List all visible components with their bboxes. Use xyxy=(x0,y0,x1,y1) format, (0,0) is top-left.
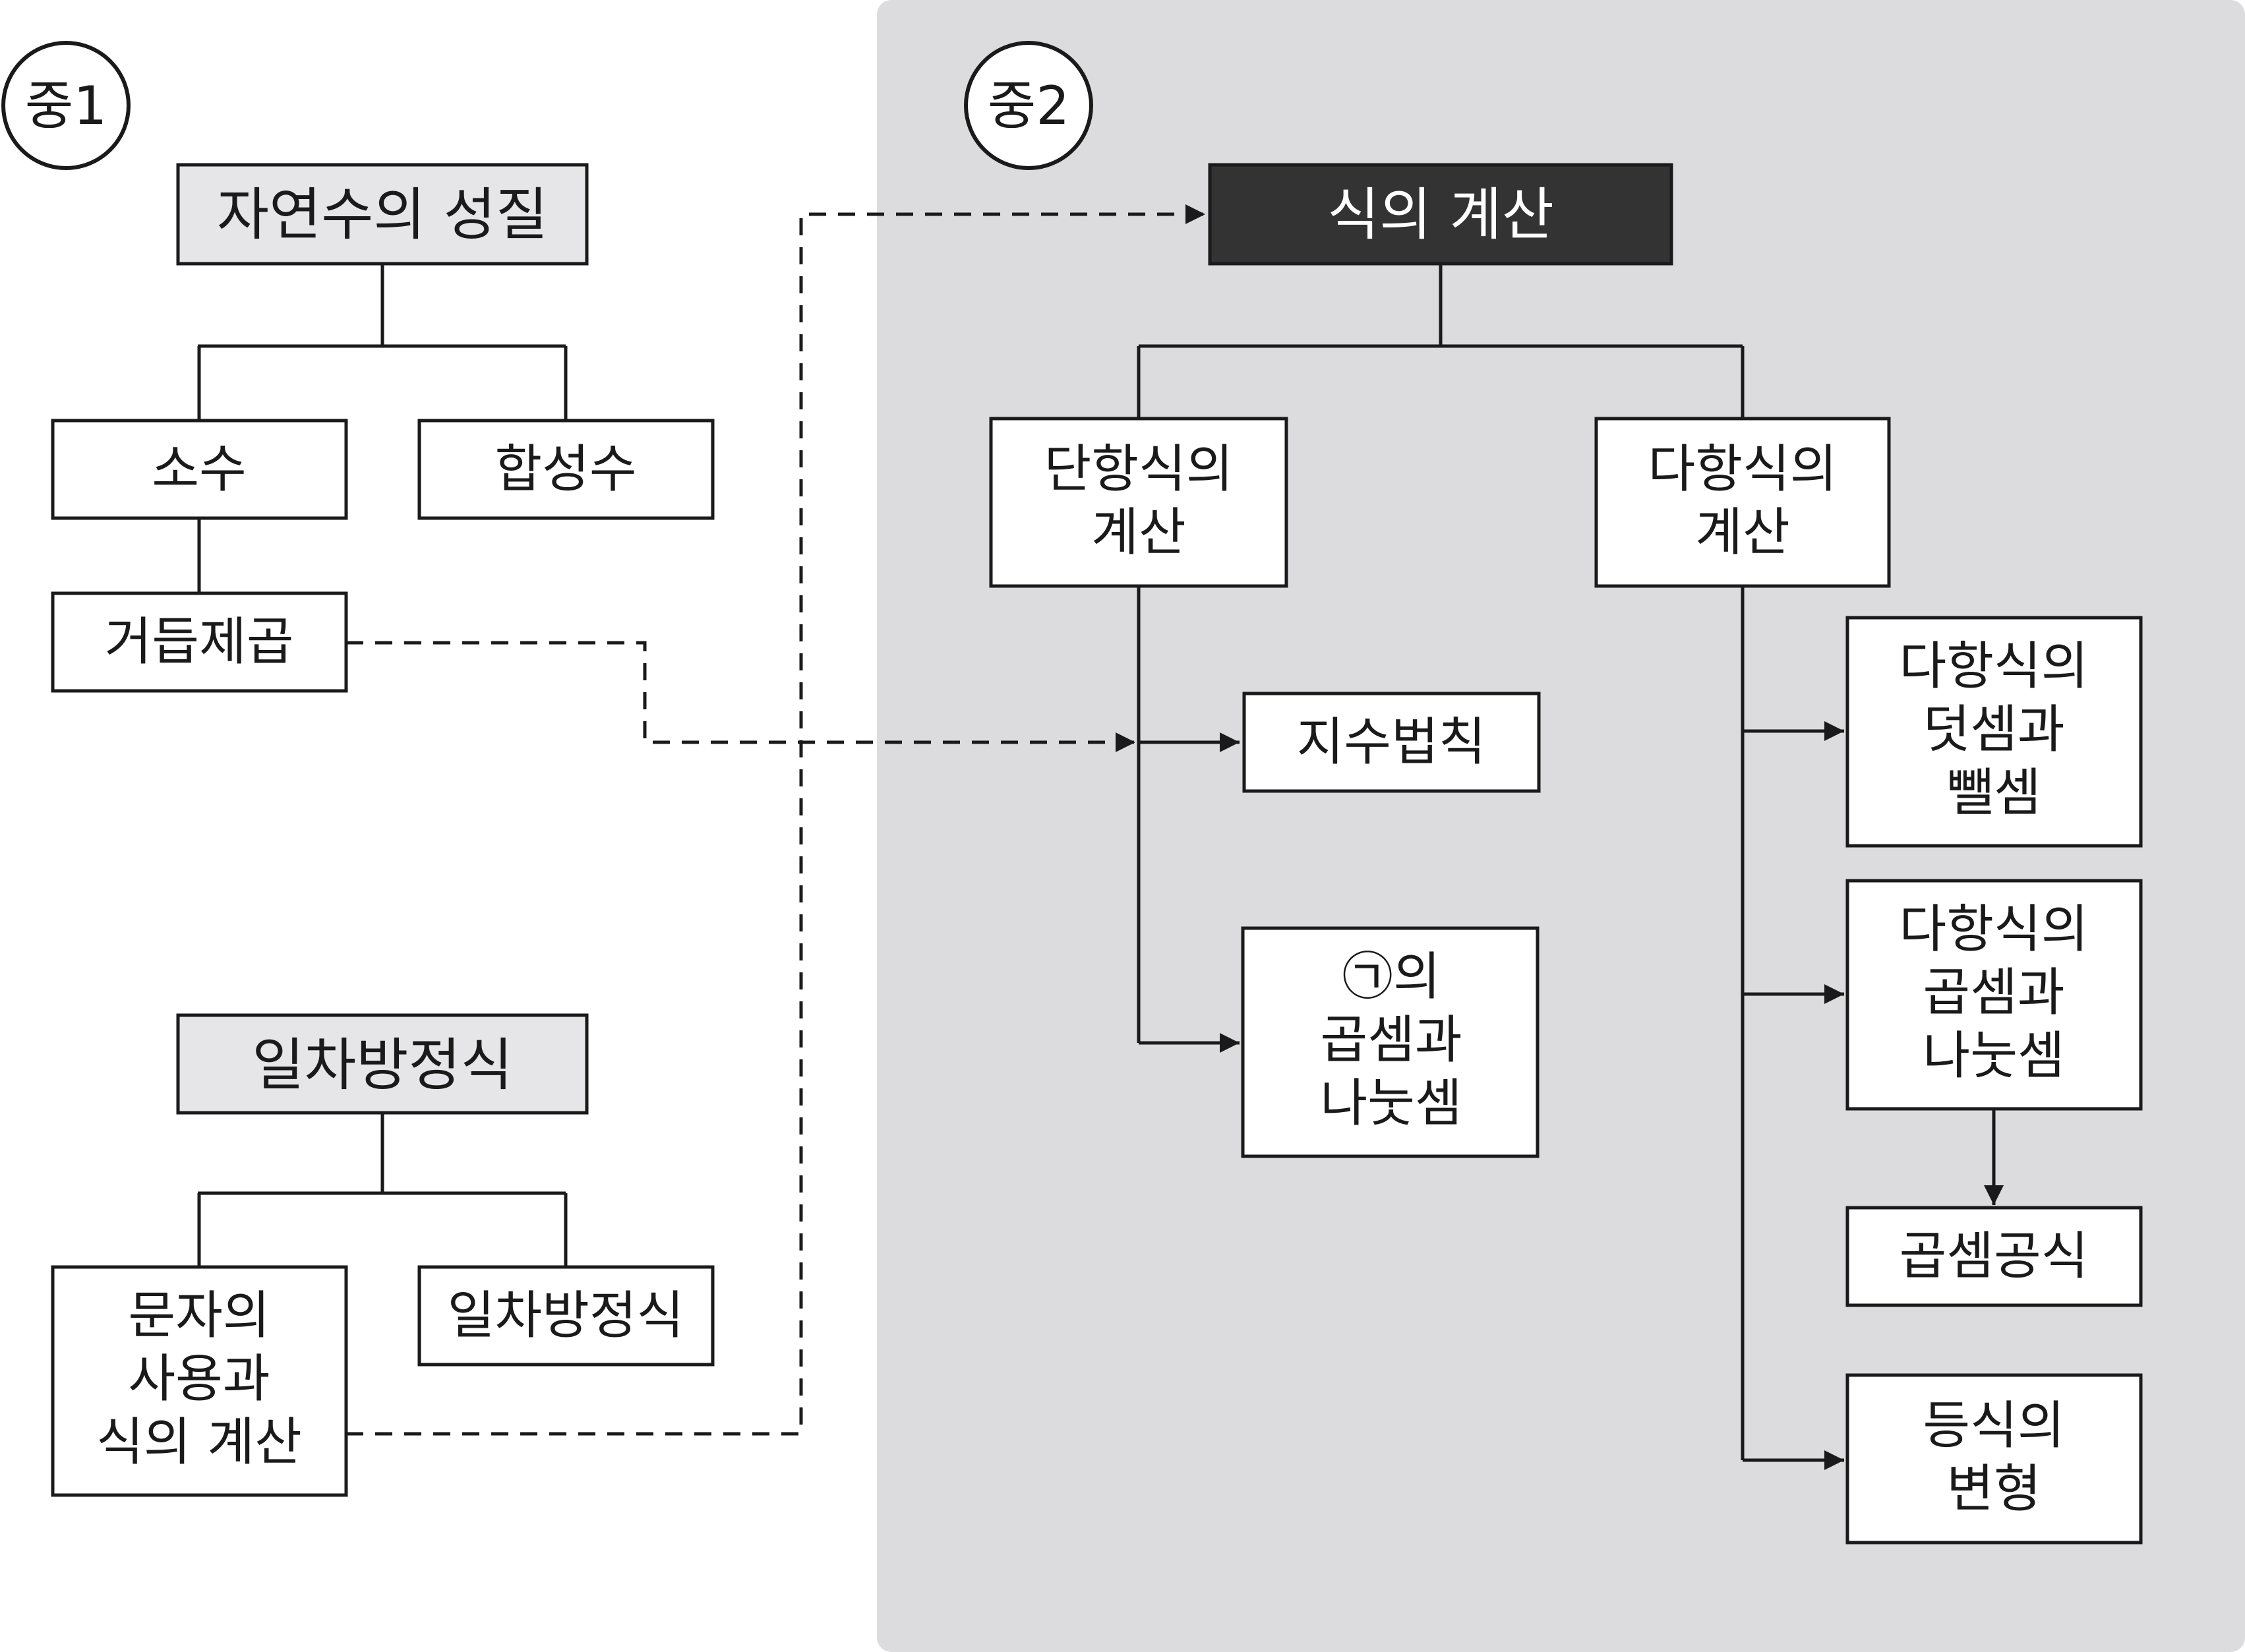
node-polynomial-add-sub-line-1: 다항식의 xyxy=(1899,637,2088,696)
node-polynomial-calculation: 다항식의 계산 xyxy=(1594,417,1891,588)
node-polynomial-line-2: 계산 xyxy=(1695,503,1790,562)
node-equation-transformation-line-2: 변형 xyxy=(1946,1460,2041,1519)
node-monomial-line-2: 계산 xyxy=(1091,503,1186,562)
node-letters-line-3: 식의 계산 xyxy=(96,1413,302,1472)
node-polynomial-mul-div: 다항식의 곱셈과 나눗셈 xyxy=(1845,879,2143,1111)
node-polynomial-line-1: 다항식의 xyxy=(1648,440,1837,499)
node-multiplication-formula: 곱셈공식 xyxy=(1845,1206,2143,1307)
node-natural-number-properties: 자연수의 성질 xyxy=(176,163,589,266)
node-equation-transformation-line-1: 등식의 xyxy=(1923,1396,2064,1456)
grade1-badge-label: 중1 xyxy=(25,75,107,136)
node-expression-calculation: 식의 계산 xyxy=(1208,163,1673,266)
node-prime-label: 소수 xyxy=(152,440,247,499)
node-monomial-mul-div-line-2: 곱셈과 xyxy=(1320,1011,1462,1070)
node-monomial-mul-div-line-1: ㉠의 xyxy=(1342,947,1441,1007)
node-linear-equation-unit-label: 일차방정식 xyxy=(252,1032,513,1098)
connector-monomial-branch xyxy=(1137,586,1240,1053)
node-exponent-laws: 지수법칙 xyxy=(1242,692,1541,793)
node-natural-number-properties-label: 자연수의 성질 xyxy=(217,182,548,248)
node-composite: 합성수 xyxy=(417,419,715,520)
node-letters-line-2: 사용과 xyxy=(128,1349,270,1409)
node-polynomial-mul-div-line-2: 곱셈과 xyxy=(1923,963,2064,1022)
node-linear-equation-label: 일차방정식 xyxy=(448,1286,684,1345)
grade2-badge-label: 중2 xyxy=(988,75,1070,136)
link-powers-to-exponent-laws xyxy=(346,641,1135,752)
grade2-badge: 중2 xyxy=(964,41,1093,170)
node-equation-transformation: 등식의 변형 xyxy=(1845,1373,2143,1545)
node-composite-label: 합성수 xyxy=(494,440,636,499)
node-polynomial-mul-div-line-1: 다항식의 xyxy=(1899,900,2088,959)
node-monomial-calculation: 단항식의 계산 xyxy=(989,417,1288,588)
node-linear-equation: 일차방정식 xyxy=(417,1265,715,1367)
node-powers: 거듭제곱 xyxy=(51,591,348,693)
grade1-badge: 중1 xyxy=(1,41,131,170)
node-exponent-laws-label: 지수법칙 xyxy=(1296,713,1485,772)
node-polynomial-add-sub: 다항식의 덧셈과 뺄셈 xyxy=(1845,616,2143,848)
node-polynomial-add-sub-line-3: 뺄셈 xyxy=(1946,763,2041,823)
connector-polynomial-branch xyxy=(1741,586,1844,1470)
node-monomial-line-1: 단항식의 xyxy=(1044,440,1233,499)
connector-linear-equation-tree xyxy=(197,1113,568,1267)
node-expression-calculation-label: 식의 계산 xyxy=(1327,182,1554,248)
connector-natural-number-tree xyxy=(197,264,568,421)
node-linear-equation-unit: 일차방정식 xyxy=(176,1013,589,1115)
node-multiplication-formula-label: 곱셈공식 xyxy=(1899,1227,2088,1286)
connector-expression-tree xyxy=(1137,264,1745,419)
node-polynomial-add-sub-line-2: 덧셈과 xyxy=(1923,700,2064,759)
node-letters-line-1: 문자의 xyxy=(128,1286,270,1345)
node-powers-label: 거듭제곱 xyxy=(104,612,293,672)
node-polynomial-mul-div-line-3: 나눗셈 xyxy=(1923,1026,2064,1086)
node-letters-and-expressions: 문자의 사용과 식의 계산 xyxy=(51,1265,348,1497)
node-monomial-mul-div: ㉠의 곱셈과 나눗셈 xyxy=(1241,926,1540,1158)
node-monomial-mul-div-line-3: 나눗셈 xyxy=(1320,1074,1462,1133)
node-prime: 소수 xyxy=(51,419,348,520)
